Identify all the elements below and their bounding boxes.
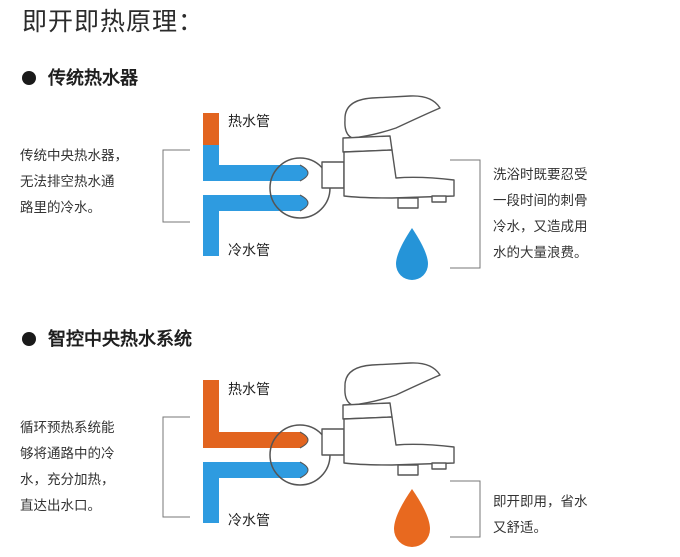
hot-pipe-label: 热水管 xyxy=(228,114,270,130)
section-heading-smart: 智控中央热水系统 xyxy=(22,325,192,351)
right-description: 洗浴时既要忍受 一段时间的刺骨 冷水，又造成用 水的大量浪费。 xyxy=(493,167,588,261)
water-drop xyxy=(394,489,430,547)
diagram-traditional xyxy=(162,95,481,280)
section-heading-text: 智控中央热水系统 xyxy=(48,329,192,350)
diagram-smart xyxy=(162,362,481,547)
left-description: 传统中央热水器， 无法排空热水通 路里的冷水。 xyxy=(20,148,128,216)
cold-pipe xyxy=(203,195,300,256)
faucet xyxy=(321,362,455,476)
bullet-icon xyxy=(22,71,36,85)
right-bracket xyxy=(450,480,481,538)
hot-pipe-cold-segment xyxy=(203,145,300,181)
cold-pipe xyxy=(203,462,300,523)
faucet xyxy=(321,95,455,209)
hot-pipe-hot-segment xyxy=(203,113,219,145)
water-drop xyxy=(396,228,428,280)
valve-hook-top xyxy=(299,431,309,449)
section-heading-text: 传统热水器 xyxy=(48,68,138,89)
page-title: 即开即热原理： xyxy=(22,7,205,36)
right-description: 即开即用，省水 又舒适。 xyxy=(493,494,588,536)
left-bracket xyxy=(162,416,190,518)
hot-pipe xyxy=(203,380,300,448)
cold-pipe-label: 冷水管 xyxy=(228,243,270,259)
cold-pipe-label: 冷水管 xyxy=(228,513,270,529)
valve-hook-bottom xyxy=(299,194,309,212)
right-bracket xyxy=(450,159,481,269)
left-bracket xyxy=(162,149,190,223)
valve-hook-top xyxy=(299,164,309,182)
hot-pipe-label: 热水管 xyxy=(228,382,270,398)
valve-hook-bottom xyxy=(299,461,309,479)
left-description: 循环预热系统能 够将通路中的冷 水，充分加热， 直达出水口。 xyxy=(20,420,115,514)
bullet-icon xyxy=(22,332,36,346)
section-heading-traditional: 传统热水器 xyxy=(22,64,138,90)
